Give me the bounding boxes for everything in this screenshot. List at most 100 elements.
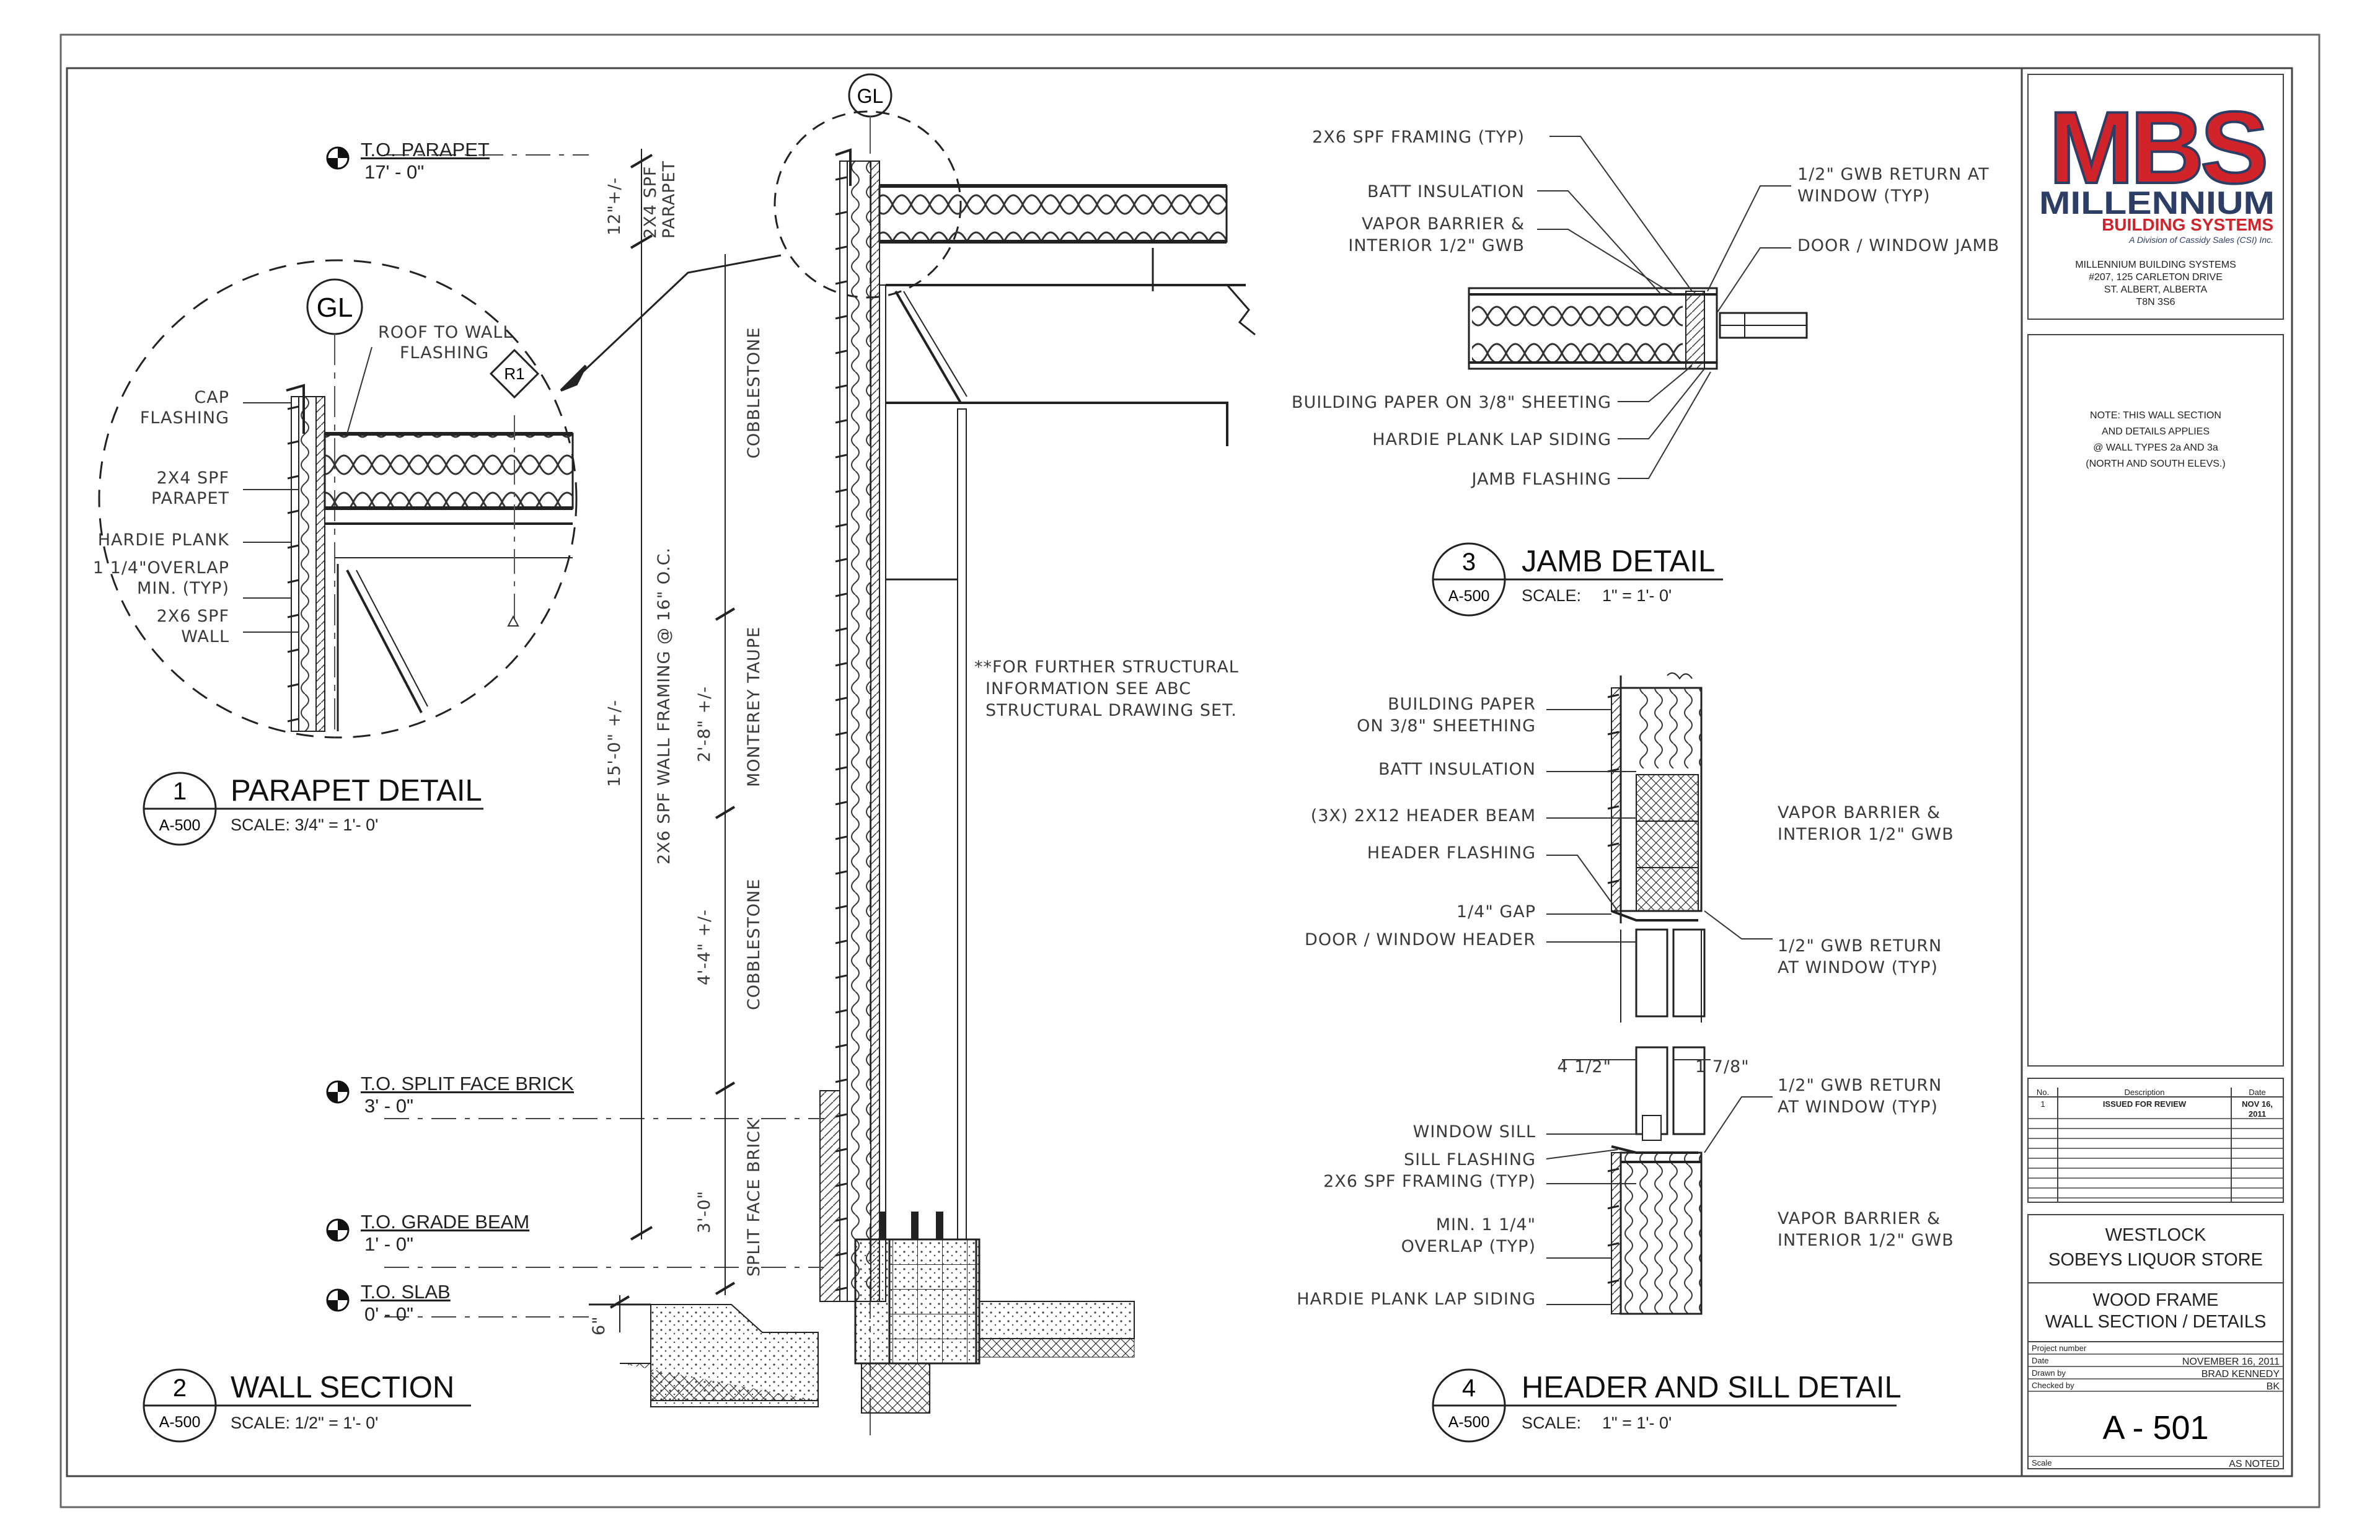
logo-tagline: A Division of Cassidy Sales (CSI) Inc. [2128,235,2273,245]
svg-text:ST. ALBERT, ALBERTA: ST. ALBERT, ALBERTA [2104,284,2208,295]
svg-text:BK: BK [2267,1381,2280,1392]
svg-text:@ WALL TYPES 2a AND 3a: @ WALL TYPES 2a AND 3a [2093,442,2218,453]
svg-text:HARDIE PLANK LAP SIDING: HARDIE PLANK LAP SIDING [1372,430,1611,449]
svg-text:SPLIT FACE BRICK: SPLIT FACE BRICK [744,1119,764,1277]
drawing-title: WOOD FRAME [2093,1290,2219,1310]
svg-text:INTERIOR 1/2" GWB: INTERIOR 1/2" GWB [1778,1231,1954,1250]
svg-text:BRAD KENNEDY: BRAD KENNEDY [2202,1369,2280,1379]
svg-text:T8N 3S6: T8N 3S6 [2136,297,2175,307]
svg-text:HARDIE PLANK: HARDIE PLANK [98,530,230,550]
parapet-grid-label: GL [317,293,353,323]
svg-text:HEADER FLASHING: HEADER FLASHING [1367,843,1536,863]
svg-text:2'-8" +/-: 2'-8" +/- [695,686,714,762]
r1-tag: R1 [504,364,524,383]
svg-text:WINDOW SILL: WINDOW SILL [1413,1122,1536,1142]
svg-text:COBBLESTONE: COBBLESTONE [744,879,764,1010]
svg-text:INFORMATION SEE ABC: INFORMATION SEE ABC [985,679,1191,698]
header-sill-drawing [1546,672,1773,1315]
svg-text:MILLENNIUM BUILDING SYSTEMS: MILLENNIUM BUILDING SYSTEMS [2075,260,2236,270]
level-markers: T.O. PARAPET 17' - 0" T.O. SPLIT FACE BR… [326,139,574,1325]
svg-text:INTERIOR 1/2" GWB: INTERIOR 1/2" GWB [1348,236,1525,255]
parapet-detail-labels: ROOF TO WALL FLASHING CAP FLASHING 2X4 S… [93,323,513,646]
level-marker-parapet: T.O. PARAPET 17' - 0" [326,139,490,183]
svg-text:(3X) 2X12 HEADER BEAM: (3X) 2X12 HEADER BEAM [1311,806,1536,825]
wall-section-drawing: GL [384,73,1256,1438]
svg-text:1' - 0": 1' - 0" [364,1233,413,1255]
svg-text:SCALE: 1/2" = 1'- 0': SCALE: 1/2" = 1'- 0' [231,1414,378,1432]
svg-text:NOV 16,: NOV 16, [2242,1099,2273,1109]
level-marker-brick: T.O. SPLIT FACE BRICK 3' - 0" [326,1073,574,1117]
jamb-detail-labels: 2X6 SPF FRAMING (TYP) BATT INSULATION VA… [1292,128,1999,489]
grid-bubble-label: GL [857,85,884,107]
svg-text:SOBEYS LIQUOR STORE: SOBEYS LIQUOR STORE [2048,1250,2263,1270]
detail3-title: 3 A-500 JAMB DETAIL SCALE: 1" = 1'- 0' [1432,542,1723,617]
svg-text:VAPOR BARRIER &: VAPOR BARRIER & [1778,803,1941,822]
svg-text:0' - 0": 0' - 0" [364,1303,413,1325]
svg-text:AS NOTED: AS NOTED [2229,1459,2280,1469]
svg-text:PARAPET: PARAPET [659,161,679,239]
svg-text:2X6 SPF FRAMING (TYP): 2X6 SPF FRAMING (TYP) [1312,128,1525,147]
svg-text:FLASHING: FLASHING [400,343,489,363]
svg-text:CAP: CAP [194,388,229,407]
svg-text:2: 2 [173,1375,187,1402]
inner-border [66,67,2293,1477]
svg-text:VAPOR BARRIER &: VAPOR BARRIER & [1778,1209,1941,1228]
svg-text:T.O. GRADE BEAM: T.O. GRADE BEAM [361,1211,529,1233]
svg-text:SCALE:: SCALE: [1522,586,1581,605]
svg-text:WALL SECTION: WALL SECTION [231,1371,454,1404]
svg-text:ROOF TO WALL: ROOF TO WALL [378,323,513,342]
parapet-detail-drawing: GL R1 [98,259,578,739]
svg-text:MONTEREY TAUPE: MONTEREY TAUPE [744,627,764,787]
svg-text:JAMB FLASHING: JAMB FLASHING [1470,470,1611,489]
svg-text:Project number: Project number [2032,1344,2087,1353]
structural-note: **FOR FURTHER STRUCTURAL INFORMATION SEE… [974,658,1238,720]
svg-text:A-500: A-500 [159,817,201,834]
svg-text:AND DETAILS APPLIES: AND DETAILS APPLIES [2102,426,2210,437]
svg-text:1: 1 [2040,1099,2045,1109]
svg-text:ON 3/8" SHEETHING: ON 3/8" SHEETHING [1357,716,1536,736]
svg-text:SCALE: 3/4" = 1'- 0': SCALE: 3/4" = 1'- 0' [231,816,378,834]
svg-text:PARAPET DETAIL: PARAPET DETAIL [231,774,482,807]
revision-table: No. Description Date 1 ISSUED FOR REVIEW… [2027,1078,2284,1203]
svg-text:2X4 SPF: 2X4 SPF [641,166,660,239]
svg-text:A-500: A-500 [1448,587,1490,605]
svg-text:A-500: A-500 [159,1414,201,1431]
svg-text:4: 4 [1462,1375,1476,1402]
svg-text:1" = 1'- 0': 1" = 1'- 0' [1602,1414,1672,1432]
svg-text:ISSUED FOR REVIEW: ISSUED FOR REVIEW [2103,1099,2187,1109]
title-block: MBS MILLENNIUM BUILDING SYSTEMS A Divisi… [2021,68,2284,1476]
detail2-title: 2 A-500 WALL SECTION SCALE: 1/2" = 1'- 0… [143,1368,471,1443]
general-note: NOTE: THIS WALL SECTION [2090,410,2221,421]
svg-text:FLASHING: FLASHING [140,408,229,428]
svg-text:BATT INSULATION: BATT INSULATION [1367,182,1525,201]
svg-text:BATT INSULATION: BATT INSULATION [1378,760,1536,779]
svg-text:AT WINDOW (TYP): AT WINDOW (TYP) [1778,1098,1938,1117]
outer-border [60,33,2320,1508]
svg-text:T.O. PARAPET: T.O. PARAPET [361,139,490,161]
svg-text:T.O. SLAB: T.O. SLAB [361,1281,451,1303]
svg-text:VAPOR BARRIER &: VAPOR BARRIER & [1362,214,1525,234]
company-logo: MBS MILLENNIUM BUILDING SYSTEMS A Divisi… [2039,87,2275,245]
svg-text:3' - 0": 3' - 0" [364,1095,413,1117]
svg-text:Date: Date [2032,1356,2048,1365]
svg-text:Scale: Scale [2032,1458,2052,1467]
svg-text:3'-0": 3'-0" [695,1190,714,1233]
svg-text:AT WINDOW (TYP): AT WINDOW (TYP) [1778,958,1938,977]
svg-text:15'-0" +/-: 15'-0" +/- [605,700,624,787]
svg-text:OVERLAP (TYP): OVERLAP (TYP) [1401,1237,1536,1256]
svg-text:HARDIE PLANK LAP SIDING: HARDIE PLANK LAP SIDING [1297,1290,1536,1309]
project-name: WESTLOCK [2105,1225,2206,1245]
svg-text:12"+/-: 12"+/- [605,177,624,235]
svg-text:1 1/4"OVERLAP: 1 1/4"OVERLAP [93,558,229,578]
level-marker-slab: T.O. SLAB 0' - 0" [326,1281,451,1325]
svg-text:STRUCTURAL DRAWING SET.: STRUCTURAL DRAWING SET. [985,701,1237,720]
svg-text:BUILDING PAPER ON 3/8" SHEETIN: BUILDING PAPER ON 3/8" SHEETING [1292,393,1611,412]
svg-text:INTERIOR 1/2" GWB: INTERIOR 1/2" GWB [1778,825,1954,844]
svg-text:#207, 125 CARLETON DRIVE: #207, 125 CARLETON DRIVE [2089,272,2223,283]
svg-text:SILL FLASHING: SILL FLASHING [1404,1150,1536,1169]
svg-text:(NORTH AND SOUTH ELEVS.): (NORTH AND SOUTH ELEVS.) [2086,459,2226,469]
logo-letters: MBS [2049,90,2265,205]
svg-text:6": 6" [589,1316,609,1335]
svg-text:1: 1 [173,778,187,805]
